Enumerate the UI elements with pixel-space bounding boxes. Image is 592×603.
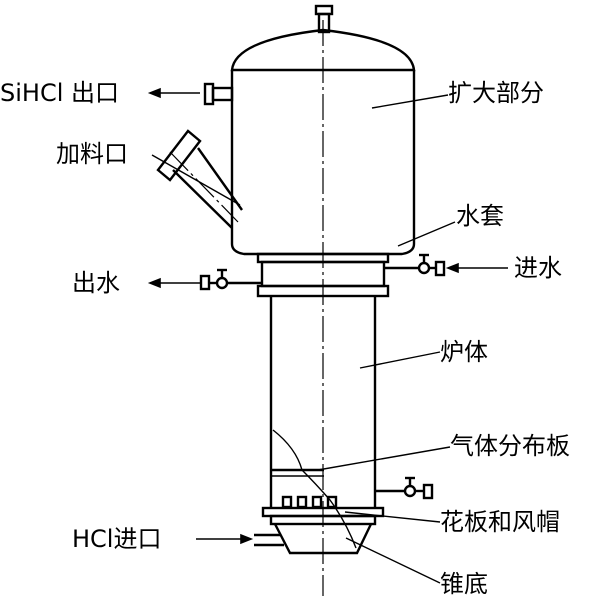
label-water-in: 进水 <box>514 254 562 282</box>
label-sihcl-outlet: SiHCl 出口 <box>0 79 119 107</box>
label-feed-port: 加料口 <box>56 140 128 168</box>
label-furnace-body: 炉体 <box>440 338 488 366</box>
label-cone-bottom: 锥底 <box>440 570 488 598</box>
side-sample-valve <box>375 476 434 500</box>
leader-lines <box>151 94 456 584</box>
dome-head <box>230 28 416 72</box>
label-water-jacket: 水套 <box>456 202 504 230</box>
top-nozzle <box>314 4 334 34</box>
label-hcl-inlet: HCl进口 <box>72 525 161 553</box>
label-gas-distributor: 气体分布板 <box>450 432 570 460</box>
label-enlarged-section: 扩大部分 <box>448 79 544 107</box>
sihcl-outlet-nozzle <box>203 82 234 106</box>
hcl-inlet-pipe <box>254 533 284 547</box>
perforated-plate-flange <box>261 506 385 526</box>
water-jacket <box>256 252 390 298</box>
label-water-out: 出水 <box>72 269 120 297</box>
water-out-valve <box>199 268 262 291</box>
wind-caps <box>281 495 338 509</box>
furnace-body <box>269 296 377 508</box>
feed-port-nozzle <box>156 129 243 229</box>
label-perforated-plate-caps: 花板和风帽 <box>440 508 560 536</box>
water-in-valve <box>384 253 446 277</box>
gas-distributor-plate <box>271 429 357 549</box>
cone-bottom <box>273 523 373 555</box>
arrows <box>147 87 508 545</box>
